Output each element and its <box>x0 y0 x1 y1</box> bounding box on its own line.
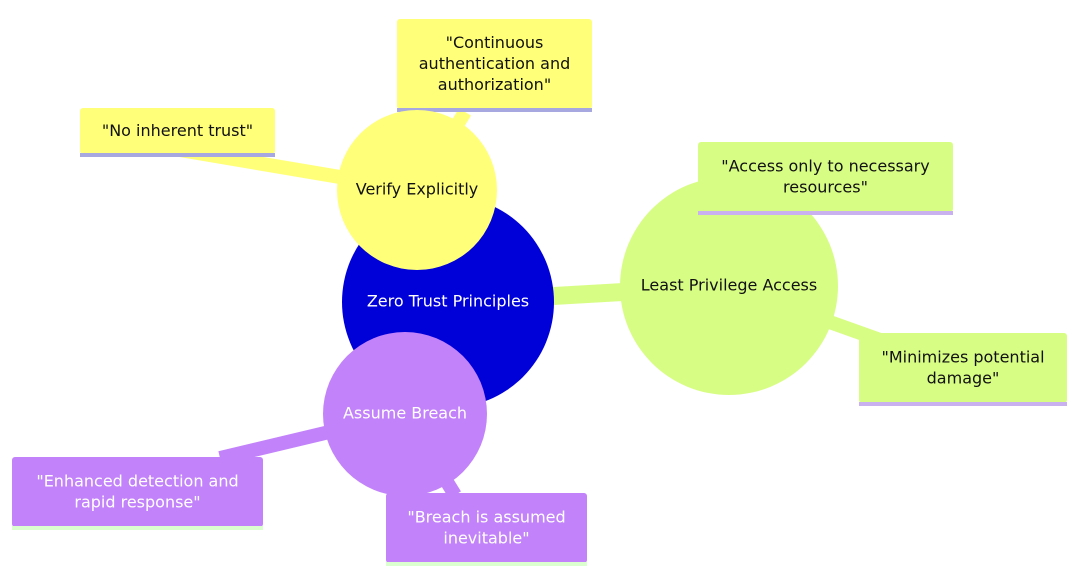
leaf-node-breach-1[interactable]: "Breach is assumed inevitable" <box>386 493 587 566</box>
leaf-label-line: damage" <box>927 368 1000 387</box>
leaf-box[interactable] <box>397 19 592 109</box>
leaf-box[interactable] <box>12 457 263 527</box>
leaf-underline <box>698 211 953 215</box>
leaf-label: "Breach is assumed inevitable" <box>407 507 565 547</box>
branch-circle[interactable] <box>620 177 838 395</box>
branch-node-verify[interactable]: Verify Explicitly <box>337 110 497 270</box>
leaf-label: "Access only to necessary resources" <box>721 156 929 196</box>
leaf-box[interactable] <box>859 333 1067 403</box>
leaf-label: "Minimizes potential damage" <box>881 347 1044 387</box>
leaf-label-line: inevitable" <box>443 528 529 547</box>
leaf-label: "Continuous authentication and authorizati… <box>419 33 571 94</box>
leaf-label-line: rapid response" <box>74 492 200 511</box>
leaf-label-line: "Enhanced detection and <box>36 471 238 490</box>
leaf-label: "Enhanced detection and rapid response" <box>36 471 238 511</box>
leaf-node-verify-1[interactable]: "Continuous authentication and authorizati… <box>397 19 592 112</box>
leaf-box[interactable] <box>698 142 953 212</box>
leaf-node-verify-0[interactable]: "No inherent trust" <box>80 108 275 157</box>
leaf-underline <box>397 108 592 112</box>
leaf-box[interactable] <box>386 493 587 563</box>
leaf-label-line: resources" <box>783 177 868 196</box>
leaf-node-breach-0[interactable]: "Enhanced detection and rapid response" <box>12 457 263 530</box>
leaf-label-line: "Continuous <box>446 33 544 52</box>
branch-circle[interactable] <box>337 110 497 270</box>
root-label: Zero Trust Principles <box>367 292 529 311</box>
leaf-label-line: authentication and <box>419 54 571 73</box>
leaf-node-least-0[interactable]: "Access only to necessary resources" <box>698 142 953 215</box>
branch-circle[interactable] <box>323 332 487 496</box>
branch-node-breach[interactable]: Assume Breach <box>323 332 487 496</box>
leaf-label-line: authorization" <box>438 75 551 94</box>
branch-label: Verify Explicitly <box>356 180 479 199</box>
leaf-node-least-1[interactable]: "Minimizes potential damage" <box>859 333 1067 406</box>
branch-label: Least Privilege Access <box>641 276 817 295</box>
nodes: "No inherent trust" "Continuous authentica… <box>12 19 1067 566</box>
leaf-underline <box>386 562 587 566</box>
leaf-underline <box>80 153 275 157</box>
branch-node-least[interactable]: Least Privilege Access <box>620 177 838 395</box>
leaf-label: "No inherent trust" <box>102 121 253 140</box>
leaf-label-line: "No inherent trust" <box>102 121 253 140</box>
leaf-label-line: "Minimizes potential <box>881 347 1044 366</box>
leaf-box[interactable] <box>80 108 275 154</box>
leaf-label-line: "Access only to necessary <box>721 156 929 175</box>
leaf-underline <box>12 526 263 530</box>
leaf-label-line: "Breach is assumed <box>407 507 565 526</box>
leaf-underline <box>859 402 1067 406</box>
branch-label: Assume Breach <box>343 404 467 423</box>
